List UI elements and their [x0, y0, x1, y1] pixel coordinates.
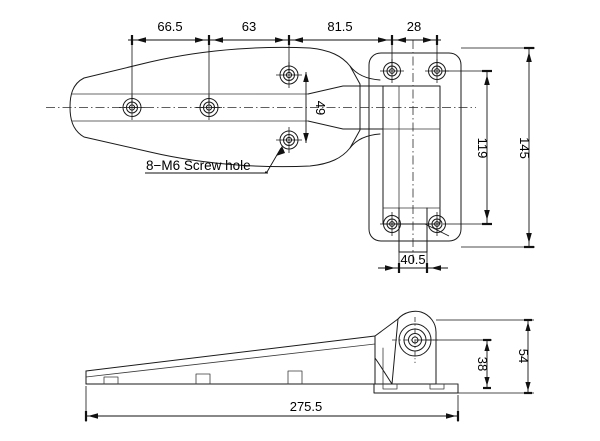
dim-label-54: 54: [516, 349, 531, 363]
side-view-foot-2: [195, 373, 211, 385]
screw-hole-note-label: 8−M6 Screw hole: [146, 158, 251, 173]
dim-label-66-5: 66.5: [157, 19, 182, 34]
dimension-38: 38: [417, 338, 492, 390]
top-view: [46, 40, 476, 262]
screw-hole-leader-arrow: [276, 146, 285, 156]
dimension-275-5: 275.5: [84, 386, 460, 422]
top-view-screw-hole-leaf-4: [276, 127, 302, 153]
side-view-gusset-curve: [374, 357, 393, 385]
arrow-a-right: [136, 37, 146, 43]
side-view-riser-front: [374, 318, 399, 385]
top-view-bracket-plate: [368, 52, 462, 242]
dim-54-arrow-top: [525, 322, 531, 331]
side-view-barrel-housing: [391, 310, 437, 385]
dim-label-81-5: 81.5: [327, 19, 352, 34]
dim-119-arrow-top: [484, 75, 490, 85]
side-view-leaf-top-edge-inner: [85, 343, 376, 378]
dim-label-38: 38: [475, 357, 490, 371]
dim-40-5-arrow-right: [431, 265, 441, 271]
dimension-119: 119: [443, 69, 492, 226]
screw-hole-leader-line: [265, 147, 282, 173]
dim-label-49: 49: [313, 101, 328, 115]
dim-119-arrow-bottom: [484, 210, 490, 220]
dim-label-119: 119: [475, 138, 490, 159]
side-view-foot-1: [103, 376, 119, 385]
side-view-bracket-base: [373, 383, 459, 394]
dim-38-arrow-top: [484, 342, 490, 351]
dim-label-63: 63: [242, 19, 256, 34]
dim-49-arrow-top: [303, 72, 309, 82]
arrow-b-right: [213, 37, 223, 43]
top-view-lobe-upper-curve: [349, 65, 381, 81]
dimension-145: 145: [461, 46, 535, 249]
arrow-d-left: [378, 37, 388, 43]
dim-49-arrow-bottom: [303, 133, 309, 143]
top-view-pin-stub: [398, 207, 428, 253]
arrow-c-left: [275, 37, 285, 43]
arrow-d-right: [396, 37, 406, 43]
top-view-leaf-outline: [69, 46, 361, 168]
top-view-knuckle-body: [382, 85, 441, 225]
dim-label-145: 145: [517, 137, 532, 159]
dim-40-5-arrow-left: [385, 265, 395, 271]
top-view-neck-upper: [307, 85, 384, 95]
side-view-bracket-foot-right: [429, 383, 445, 390]
arrow-e-left: [423, 37, 433, 43]
arrow-b-left: [195, 37, 205, 43]
dimension-40-5: 40.5: [378, 244, 448, 273]
dim-54-arrow-bottom: [525, 382, 531, 391]
dim-145-arrow-bottom: [526, 233, 532, 243]
side-view-bracket-foot-left: [382, 383, 398, 390]
dimension-49: 49: [303, 72, 328, 143]
side-view-leaf-top-edge: [85, 335, 376, 372]
screw-hole-note-group: 8−M6 Screw hole: [145, 146, 285, 174]
dim-275-5-arrow-left: [88, 413, 98, 419]
dim-38-arrow-bottom: [484, 377, 490, 386]
top-view-neck-lower: [307, 120, 384, 130]
dim-label-40-5: 40.5: [400, 252, 425, 267]
dim-label-275-5: 275.5: [290, 399, 323, 414]
dim-label-28: 28: [407, 19, 421, 34]
arrow-c-right: [293, 37, 303, 43]
top-view-screw-hole-leaf-3: [276, 62, 302, 88]
dim-145-arrow-top: [526, 52, 532, 62]
top-dimension-chain: 66.5 63 81.5 28: [128, 19, 441, 104]
top-view-lobe-lower-curve: [349, 133, 381, 149]
top-view-screw-hole-bracket-3: [380, 212, 404, 236]
dimension-54: 54: [436, 318, 534, 395]
side-view-foot-3: [287, 370, 303, 385]
dim-275-5-arrow-right: [446, 413, 456, 419]
side-view: [85, 310, 459, 394]
